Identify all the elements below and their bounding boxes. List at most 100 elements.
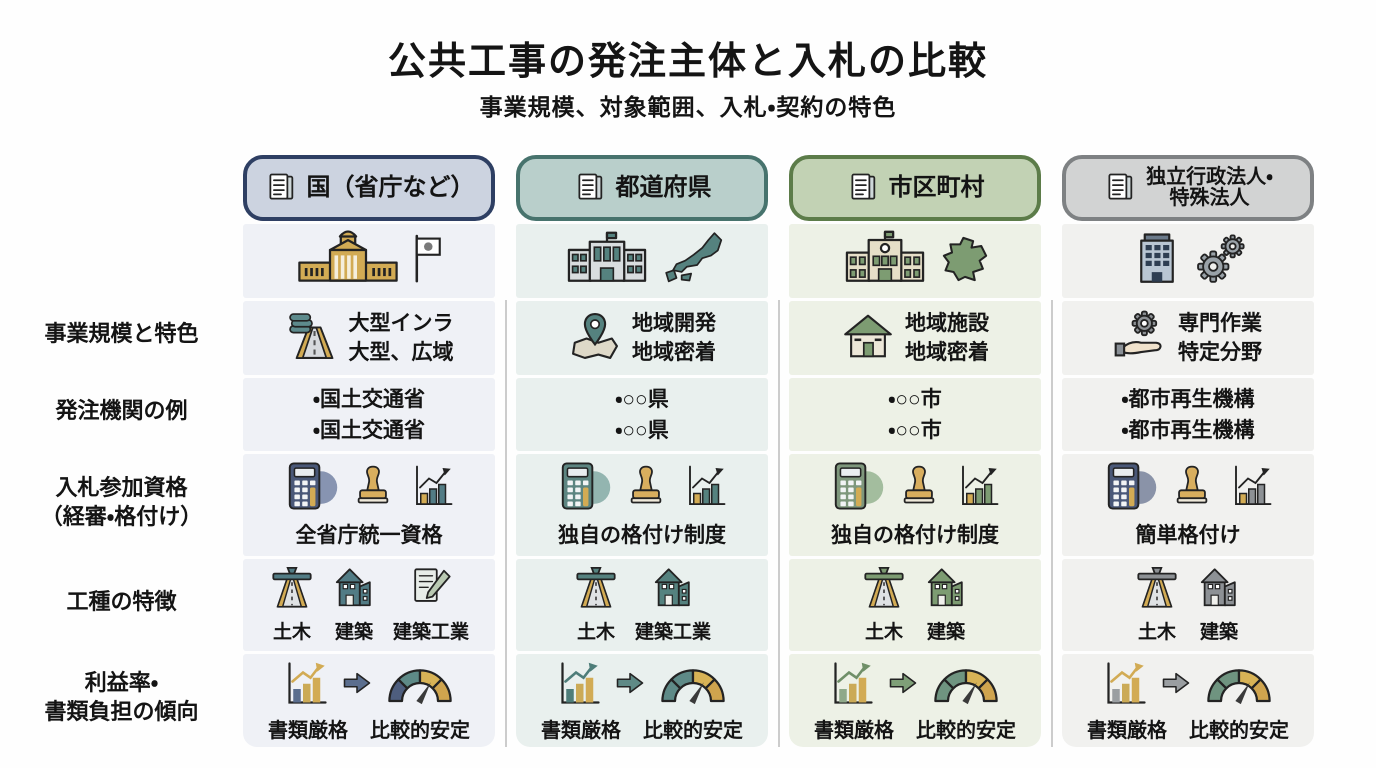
- scale-text: 地域密着: [632, 341, 716, 364]
- agency-item: ・都市再生機構: [1121, 418, 1255, 442]
- worktype-label: 建築工業: [634, 622, 711, 643]
- column-header-municipal: 市区町村: [789, 155, 1041, 221]
- scale-cell: 専門作業 特定分野: [1062, 301, 1314, 375]
- row-label-profit: 利益率・ 書類負担の傾向: [0, 668, 243, 726]
- row-label-qualification-line1: 入札参加資格: [55, 475, 188, 500]
- bar-growth-icon: [555, 659, 603, 712]
- arrow-right-icon: [888, 668, 918, 703]
- worktypes-cell: 土木 建築工業: [516, 559, 768, 651]
- profit-cell: 書類厳格 比較的安定: [1062, 654, 1314, 747]
- qualification-cell: 全省庁統一資格: [243, 454, 495, 556]
- document-icon: [264, 171, 298, 205]
- column-municipal: 市区町村 地域施設 地域密着 ・○○市 ・○○市 独自の格付け制度: [789, 155, 1041, 747]
- profit-left-label: 書類厳格: [1087, 719, 1167, 742]
- building-icon: [650, 565, 696, 616]
- scale-cell: 大型インラ 大型、広域: [243, 301, 495, 375]
- column-agency: 独立行政法人・ 特殊法人 専門作業 特定分野 ・都市再生機構 ・都市再生機構 簡…: [1062, 155, 1314, 747]
- building-icon: [923, 565, 969, 616]
- bar-growth-icon: [828, 659, 876, 712]
- worktype-label: 建築工業: [392, 622, 469, 643]
- agencies-cell: ・国土交通省 ・国土交通省: [243, 378, 495, 451]
- comparison-grid: 国（省庁など） 大型インラ 大型、広域 ・国土交通省 ・国土交通省 全省庁統一資…: [243, 155, 1314, 747]
- calculator-icon: [1101, 461, 1157, 516]
- worktypes-cell: 土木 建築: [789, 559, 1041, 651]
- page-subtitle: 事業規模、対象範囲、入札・契約の特色: [479, 94, 897, 120]
- hand-gear-icon: [1114, 309, 1168, 368]
- gears-icon: [1193, 232, 1247, 291]
- scale-cell: 地域開発 地域密着: [516, 301, 768, 375]
- calculator-icon: [555, 461, 611, 516]
- agency-item: ・国土交通省: [312, 387, 426, 411]
- road-icon: [573, 565, 619, 616]
- profit-right-label: 比較的安定: [1189, 719, 1289, 742]
- column-header-national: 国（省庁など）: [243, 155, 495, 221]
- qualification-text: 簡単格付け: [1135, 524, 1241, 547]
- agencies-cell: ・都市再生機構 ・都市再生機構: [1062, 378, 1314, 451]
- document-pencil-icon: [408, 565, 454, 616]
- worktype-label: 土木: [864, 622, 903, 643]
- row-labels: 事業規模と特色 発注機関の例 入札参加資格 （経審・格付け） 工種の特徴 利益率…: [0, 155, 243, 747]
- row-label-qualification-line2: （経審・格付け）: [40, 504, 203, 529]
- document-icon: [573, 171, 607, 205]
- agency-item: ・○○市: [888, 418, 942, 442]
- road-infrastructure-icon: [285, 309, 339, 368]
- rating-chart-icon: [408, 462, 456, 515]
- office-building-icon: [1129, 230, 1185, 293]
- row-label-scale: 事業規模と特色: [44, 321, 199, 346]
- worktype-label: 土木: [272, 622, 311, 643]
- scale-cell: 地域施設 地域密着: [789, 301, 1041, 375]
- worktype-label: 土木: [1137, 622, 1176, 643]
- japan-flag-icon: [410, 230, 444, 293]
- scale-text: 大型インラ: [348, 312, 454, 335]
- column-header-label: 都道府県: [615, 174, 712, 202]
- profit-right-label: 比較的安定: [370, 719, 470, 742]
- gauge-icon: [657, 661, 729, 710]
- profit-left-label: 書類厳格: [541, 719, 621, 742]
- agencies-cell: ・○○県 ・○○県: [516, 378, 768, 451]
- scale-text: 特定分野: [1178, 341, 1262, 364]
- map-pin-icon: [568, 309, 622, 368]
- prefecture-building-icon: [561, 230, 653, 293]
- worktype-label: 建築: [334, 622, 373, 643]
- profit-left-label: 書類厳格: [268, 719, 348, 742]
- bar-growth-icon: [282, 659, 330, 712]
- qualification-cell: 独自の格付け制度: [789, 454, 1041, 556]
- rating-chart-icon: [954, 462, 1002, 515]
- stamp-icon: [896, 463, 942, 514]
- city-hall-icon: [839, 230, 931, 293]
- scale-text: 専門作業: [1178, 312, 1262, 335]
- column-national: 国（省庁など） 大型インラ 大型、広域 ・国土交通省 ・国土交通省 全省庁統一資…: [243, 155, 495, 747]
- worktype-label: 建築: [926, 622, 965, 643]
- row-label-profit-line2: 書類負担の傾向: [44, 699, 199, 724]
- road-icon: [861, 565, 907, 616]
- house-icon: [841, 309, 895, 368]
- national-diet-building-icon: [294, 230, 402, 293]
- calculator-icon: [828, 461, 884, 516]
- worktypes-cell: 土木 建築: [1062, 559, 1314, 651]
- gauge-icon: [930, 661, 1002, 710]
- worktypes-cell: 土木 建築 建築工業: [243, 559, 495, 651]
- scale-text: 大型、広域: [348, 341, 454, 364]
- document-icon: [1103, 171, 1137, 205]
- column-header-label: 独立行政法人・ 特殊法人: [1146, 166, 1273, 209]
- column-prefecture: 都道府県 地域開発 地域密着 ・○○県 ・○○県 独自の格付け制度: [516, 155, 768, 747]
- agency-item: ・○○市: [888, 387, 942, 411]
- main-icon-cell: [1062, 224, 1314, 298]
- qualification-cell: 独自の格付け制度: [516, 454, 768, 556]
- gauge-icon: [1203, 661, 1275, 710]
- profit-cell: 書類厳格 比較的安定: [516, 654, 768, 747]
- stamp-icon: [1169, 463, 1215, 514]
- road-icon: [269, 565, 315, 616]
- agencies-cell: ・○○市 ・○○市: [789, 378, 1041, 451]
- main-icon-cell: [243, 224, 495, 298]
- qualification-text: 全省庁統一資格: [295, 524, 443, 547]
- profit-cell: 書類厳格 比較的安定: [243, 654, 495, 747]
- profit-left-label: 書類厳格: [814, 719, 894, 742]
- document-icon: [846, 171, 880, 205]
- worktype-label: 土木: [576, 622, 615, 643]
- scale-text: 地域施設: [905, 312, 989, 335]
- qualification-cell: 簡単格付け: [1062, 454, 1314, 556]
- rating-chart-icon: [681, 462, 729, 515]
- arrow-right-icon: [342, 668, 372, 703]
- column-header-agency: 独立行政法人・ 特殊法人: [1062, 155, 1314, 221]
